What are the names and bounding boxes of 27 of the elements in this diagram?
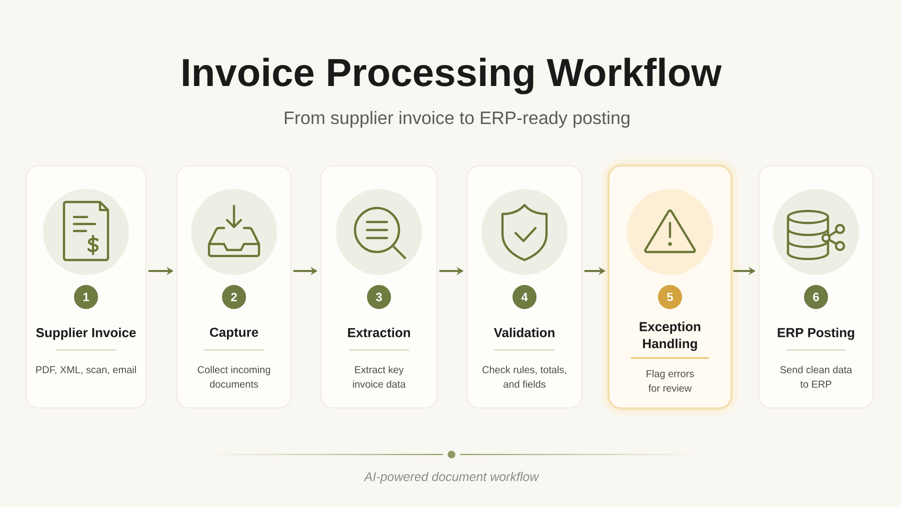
step-title: Supplier Invoice xyxy=(36,328,136,340)
step-number: 6 xyxy=(804,285,828,309)
title: Invoice Processing Workflow xyxy=(183,58,722,94)
step-title: Capture xyxy=(210,328,258,340)
step-number: 3 xyxy=(367,285,391,309)
step-description: Check rules, totals, and fields xyxy=(482,366,566,388)
step-card xyxy=(466,166,582,408)
step-description: Collect incoming documents xyxy=(198,366,270,388)
step-card xyxy=(320,166,438,408)
step-number: 5 xyxy=(658,285,682,309)
step-title: Exception Handling xyxy=(640,322,700,351)
caption: AI-powered document workflow xyxy=(364,472,540,484)
step-card xyxy=(26,166,146,408)
step-number: 1 xyxy=(74,285,98,309)
step-description: Flag errors for review xyxy=(646,370,694,392)
step-card xyxy=(176,166,292,408)
step-card xyxy=(602,159,738,415)
step-title: Validation xyxy=(494,328,554,338)
step-card xyxy=(758,166,874,408)
subtitle: From supplier invoice to ERP-ready posting xyxy=(284,110,630,128)
step-description: Extract key invoice data xyxy=(353,366,406,388)
step-number: 2 xyxy=(222,285,246,309)
step-title: ERP Posting xyxy=(778,328,854,340)
step-title: Extraction xyxy=(348,328,410,338)
step-description: Send clean data to ERP xyxy=(780,366,852,388)
step-number: 4 xyxy=(512,285,536,309)
step-description: PDF, XML, scan, email xyxy=(36,366,136,374)
